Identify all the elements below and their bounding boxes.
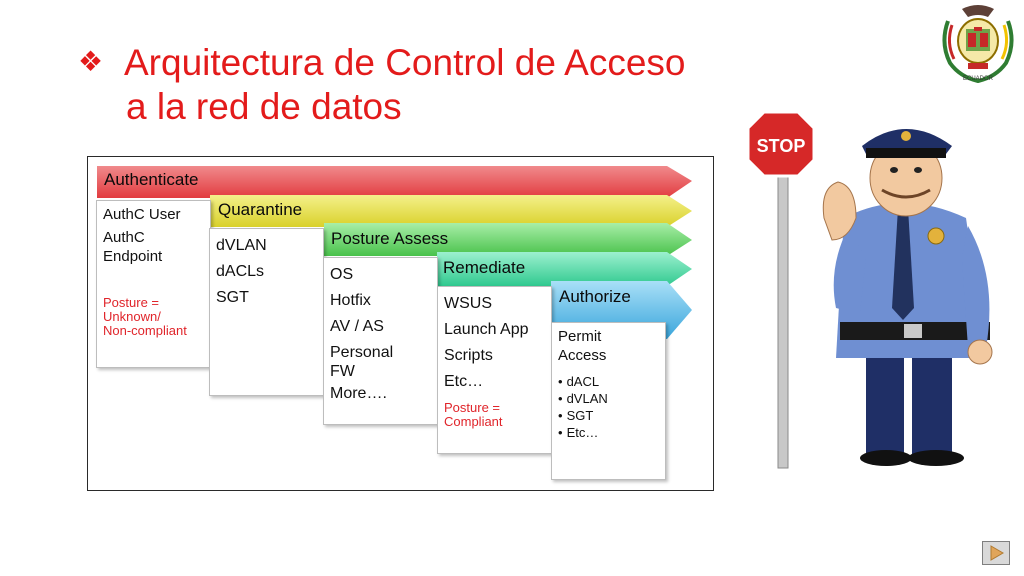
play-arrow-icon <box>990 545 1004 561</box>
next-slide-button[interactable] <box>982 541 1010 565</box>
authorize-bullet: Etc… <box>558 424 659 441</box>
remediate-item: WSUS <box>444 295 492 312</box>
posture-assess-label: Posture Assess <box>331 229 449 248</box>
police-officer-illustration: STOP iStock <box>746 110 1005 469</box>
authenticate-note: Unknown/ <box>103 309 161 324</box>
remediate-label: Remediate <box>443 258 526 277</box>
slide-title: ❖ Arquitectura de Control de Acceso a la … <box>78 40 798 129</box>
remediate-note: Posture = <box>444 400 501 415</box>
authorize-label: Authorize <box>559 287 631 306</box>
remediate-box: WSUS Launch App Scripts Etc… Posture = C… <box>437 286 552 454</box>
remediate-item: Scripts <box>444 347 493 364</box>
posture-assess-item: AV / AS <box>330 318 384 335</box>
stop-sign-icon <box>746 110 816 178</box>
remediate-note: Compliant <box>444 414 503 429</box>
authorize-bullet: dACL <box>558 373 659 390</box>
authorize-bullet: dVLAN <box>558 390 659 407</box>
authenticate-note: Non-compliant <box>103 323 187 338</box>
posture-assess-item: More…. <box>330 385 387 402</box>
authenticate-arrow <box>97 166 692 198</box>
quarantine-item: SGT <box>216 289 249 306</box>
remediate-item: Etc… <box>444 373 484 390</box>
quarantine-label: Quarantine <box>218 200 303 219</box>
quarantine-box: dVLAN dACLs SGT <box>209 228 324 396</box>
authenticate-label: Authenticate <box>104 170 199 189</box>
diamond-bullet-icon: ❖ <box>78 46 104 77</box>
quarantine-item: dVLAN <box>216 237 267 254</box>
authenticate-item: AuthC Endpoint <box>103 229 163 265</box>
posture-assess-item: Hotfix <box>330 292 371 309</box>
slide-title-line2: a la red de datos <box>126 86 402 127</box>
slide-title-line1: Arquitectura de Control de Acceso <box>124 42 686 83</box>
ecuador-emblem-icon: ECUADOR <box>942 5 1014 84</box>
stop-sign-pole <box>777 147 789 469</box>
posture-assess-arrow <box>324 223 692 256</box>
authorize-bullets: dACL dVLAN SGT Etc… <box>558 373 659 441</box>
watermark-text: iStock <box>966 365 1005 381</box>
authenticate-note: Posture = <box>103 295 160 310</box>
stop-sign-text: STOP <box>757 136 806 156</box>
posture-assess-item: OS <box>330 266 354 283</box>
quarantine-arrow <box>210 195 692 227</box>
authorize-box: Permit Access dACL dVLAN SGT Etc… <box>551 322 666 480</box>
authorize-bullet: SGT <box>558 407 659 424</box>
emblem-caption: ECUADOR <box>963 76 994 82</box>
authenticate-box: AuthC User AuthC Endpoint Posture = Unkn… <box>96 200 211 368</box>
posture-assess-item: Personal FW <box>330 344 394 380</box>
access-control-diagram: Authenticate AuthC User AuthC Endpoint P… <box>87 156 714 491</box>
remediate-item: Launch App <box>444 321 529 338</box>
posture-assess-box: OS Hotfix AV / AS Personal FW More…. <box>323 257 438 425</box>
stage-arrows <box>97 166 692 339</box>
authorize-item: Permit Access <box>558 328 607 364</box>
authenticate-item: AuthC User <box>103 206 181 223</box>
remediate-arrow <box>437 252 692 286</box>
quarantine-item: dACLs <box>216 263 265 280</box>
